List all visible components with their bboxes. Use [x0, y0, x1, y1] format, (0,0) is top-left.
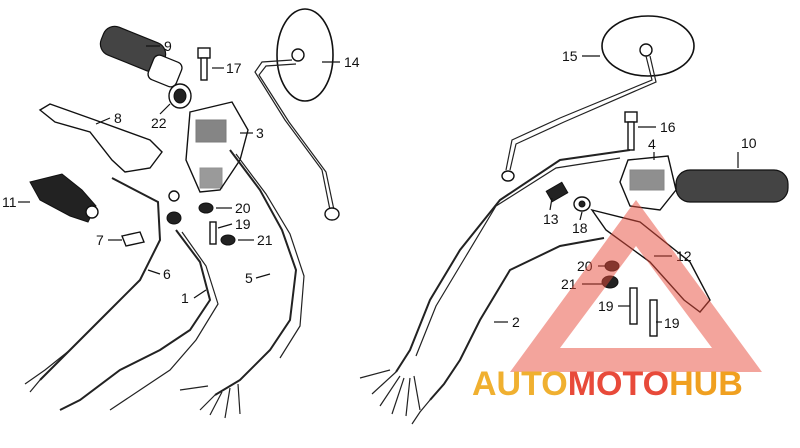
- clutch-lever: [38, 103, 163, 173]
- callout-numbers: 9 8 22 3 17 14 11 7 6 1 5 20 19 21 15 16…: [2, 38, 757, 331]
- right-grip: [675, 169, 789, 203]
- callout-14: 14: [344, 54, 360, 70]
- callout-13: 13: [543, 211, 559, 227]
- throttle-sleeve: [168, 83, 192, 109]
- bolt-16: [624, 111, 638, 151]
- left-grip: [99, 25, 183, 88]
- clip-7: [121, 231, 145, 247]
- callout-18: 18: [572, 220, 588, 236]
- callout-10: 10: [741, 135, 757, 151]
- right-mirror: [501, 15, 695, 182]
- callout-8: 8: [114, 110, 122, 126]
- callout-4: 4: [648, 136, 656, 152]
- callout-15: 15: [562, 48, 578, 64]
- callout-7: 7: [96, 232, 104, 248]
- right-harness: [395, 149, 631, 373]
- callout-19-right-b: 19: [664, 315, 680, 331]
- callout-2: 2: [512, 314, 520, 330]
- clutch-switch: [29, 173, 99, 223]
- callout-5: 5: [245, 270, 253, 286]
- throttle-cable-a: [59, 229, 212, 411]
- right-switch-housing: [619, 155, 677, 211]
- watermark-auto: AUTO: [472, 365, 568, 403]
- bolt-17: [197, 47, 211, 81]
- callout-20-left: 20: [235, 200, 251, 216]
- callout-21-left: 21: [257, 232, 273, 248]
- callout-6: 6: [163, 266, 171, 282]
- left-harness: [214, 149, 298, 396]
- right-harness-connectors: [359, 369, 421, 417]
- callout-9: 9: [164, 38, 172, 54]
- callout-16: 16: [660, 119, 676, 135]
- throttle-cable-b: [109, 231, 219, 411]
- svg-text:AUTOMOTOHUB: AUTOMOTOHUB: [472, 365, 743, 403]
- watermark-logo: AUTOMOTOHUB: [472, 200, 762, 403]
- watermark-hub: HUB: [669, 365, 743, 403]
- left-switch-housing: [185, 101, 249, 193]
- left-mirror: [254, 8, 340, 221]
- hardware-left: [166, 190, 236, 246]
- callout-19-right-a: 19: [598, 298, 614, 314]
- throttle-cable-right: [429, 237, 605, 401]
- hardware-right-top: [545, 181, 591, 212]
- callout-19-left: 19: [235, 216, 251, 232]
- clutch-cable: [39, 177, 162, 381]
- watermark-moto: MOTO: [568, 365, 669, 403]
- watermark-triangle: [510, 200, 762, 372]
- callout-11: 11: [2, 194, 17, 210]
- callout-lines: [18, 45, 739, 323]
- left-harness-connectors: [179, 383, 241, 419]
- callout-1: 1: [181, 290, 189, 306]
- callout-3: 3: [256, 125, 264, 141]
- callout-22: 22: [151, 115, 167, 131]
- callout-17: 17: [226, 60, 242, 76]
